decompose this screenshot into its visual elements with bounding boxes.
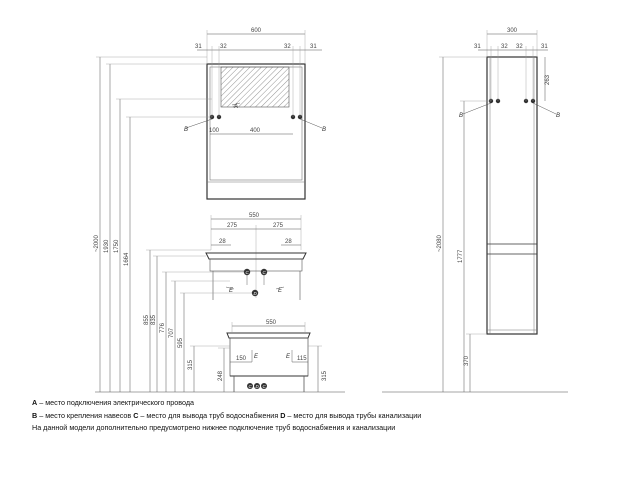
marker-a: A <box>233 104 238 110</box>
dim-h1664: 1664 <box>124 252 130 266</box>
legend-key-a: A <box>32 398 38 407</box>
marker-c-bottom-1: C <box>249 384 253 389</box>
legend-text-c: – место для вывода труб водоснабжения <box>138 411 281 420</box>
dim-248: 248 <box>218 370 224 381</box>
vanity-outline: C C D E E 550 275 275 28 28 <box>205 213 307 300</box>
marker-d-bottom: D <box>256 384 260 389</box>
dim-side-32a: 32 <box>501 44 508 50</box>
dim-h835: 835 <box>151 314 157 325</box>
marker-e-right: E <box>278 288 283 294</box>
marker-c-bottom-2: C <box>263 384 267 389</box>
legend-line-1: A – место подключения электрического про… <box>32 398 194 407</box>
dim-h855: 855 <box>144 314 150 325</box>
dim-28-left: 28 <box>219 239 226 245</box>
legend-text-b: – место крепления навесов <box>37 411 134 420</box>
dim-150: 150 <box>236 356 247 362</box>
mirror-cabinet: A B B <box>184 63 326 200</box>
dim-550-top: 550 <box>249 213 260 219</box>
top-dimensions: 600 31 32 32 31 100 400 <box>195 28 322 135</box>
dim-550-bottom: 550 <box>266 320 277 326</box>
dim-28-right: 28 <box>285 239 292 245</box>
dim-263: 263 <box>545 74 551 85</box>
marker-e-bottom-right: E <box>286 354 291 360</box>
dim-side-31b: 31 <box>541 44 548 50</box>
dim-32-right: 32 <box>284 44 291 50</box>
hatched-area <box>220 66 290 108</box>
marker-b-left: B <box>184 127 188 133</box>
legend-key-c: C <box>133 411 139 420</box>
legend-key-b: B <box>32 411 38 420</box>
dim-275-right: 275 <box>273 223 284 229</box>
marker-c-2: C <box>263 270 267 275</box>
dim-h776: 776 <box>160 322 166 333</box>
marker-e-bottom-left: E <box>254 354 259 360</box>
height-dimensions: ~2000 1930 1750 1664 855 835 776 707 595 <box>94 56 252 392</box>
legend-key-d: D <box>280 411 286 420</box>
dim-h1777: 1777 <box>458 249 464 263</box>
dim-600: 600 <box>251 28 262 34</box>
legend-line-3: На данной модели дополнительно предусмот… <box>32 423 395 432</box>
dim-300: 300 <box>507 28 518 34</box>
legend-text-a: – место подключения электрического прово… <box>37 398 195 407</box>
dim-275-left: 275 <box>227 223 238 229</box>
marker-c-1: C <box>246 270 250 275</box>
dim-315-right: 315 <box>322 370 328 381</box>
dim-side-32b: 32 <box>516 44 523 50</box>
marker-b-right: B <box>322 127 326 133</box>
marker-d: D <box>254 291 258 296</box>
bottom-cabinet: 550 E E 150 115 C D C 248 315 <box>218 320 328 392</box>
dim-h315: 315 <box>188 359 194 370</box>
dim-h1750: 1750 <box>114 239 120 253</box>
dim-400: 400 <box>250 128 261 134</box>
dim-h595: 595 <box>178 337 184 348</box>
dim-h370: 370 <box>464 355 470 366</box>
legend-line-2: B – место крепления навесов C – место дл… <box>32 411 421 420</box>
dim-115: 115 <box>297 356 307 362</box>
marker-e-left: E <box>229 288 234 294</box>
tall-cabinet-side: B B 300 31 32 32 31 263 ~2080 1777 370 <box>437 28 560 392</box>
marker-b-side-left: B <box>459 113 463 119</box>
dim-100: 100 <box>209 128 220 134</box>
dim-31-left: 31 <box>195 44 202 50</box>
dim-side-31a: 31 <box>474 44 481 50</box>
dim-h2000: ~2000 <box>94 234 100 252</box>
dim-h2080: ~2080 <box>437 234 443 252</box>
marker-b-side-right: B <box>556 113 560 119</box>
dim-h1930: 1930 <box>104 239 110 253</box>
dim-h707: 707 <box>169 327 175 338</box>
legend-text-d: – место для вывода трубы канализации <box>285 411 422 420</box>
legend-text-note: На данной модели дополнительно предусмот… <box>32 423 396 432</box>
dim-32-left: 32 <box>220 44 227 50</box>
dim-31-right: 31 <box>310 44 317 50</box>
